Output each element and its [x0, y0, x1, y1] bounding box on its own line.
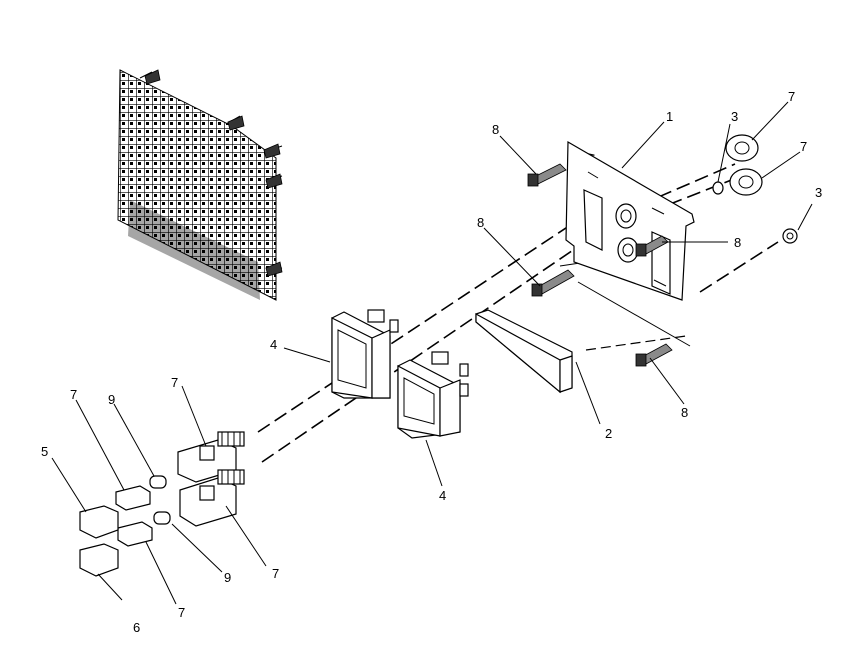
callout-9-upper: 9 — [108, 392, 115, 407]
cap-6 — [79, 543, 119, 577]
callout-3-right: 3 — [815, 185, 822, 200]
bracket-bar — [475, 309, 573, 394]
alignment-lines — [257, 149, 779, 463]
callout-7-holder-lower: 7 — [272, 566, 279, 581]
callout-5: 5 — [41, 444, 48, 459]
callout-7-top-right: 7 — [788, 89, 795, 104]
lenses-left — [115, 485, 153, 547]
washers — [712, 181, 798, 244]
callout-labels: 1 2 3 3 4 4 5 6 7 7 7 7 7 7 8 8 8 8 9 9 — [41, 89, 822, 635]
callout-8-middle: 8 — [477, 215, 484, 230]
callout-7-lens-upper: 7 — [70, 387, 77, 402]
callout-3-upper: 3 — [731, 109, 738, 124]
switch-body-lower — [397, 351, 469, 439]
callout-4-lower: 4 — [439, 488, 446, 503]
callout-8-right: 8 — [734, 235, 741, 250]
callout-4-upper: 4 — [270, 337, 277, 352]
mounting-plate — [565, 140, 695, 301]
callout-8-bottom: 8 — [681, 405, 688, 420]
switch-body-upper — [331, 309, 399, 399]
callout-6: 6 — [133, 620, 140, 635]
callout-8-top: 8 — [492, 122, 499, 137]
callout-7-lens-lower: 7 — [178, 605, 185, 620]
leader-lines — [51, 101, 813, 605]
callout-7-right: 7 — [800, 139, 807, 154]
callout-7-holder-upper: 7 — [171, 375, 178, 390]
callout-1: 1 — [666, 109, 673, 124]
cap-5 — [79, 505, 119, 539]
callout-9-lower: 9 — [224, 570, 231, 585]
screws — [527, 163, 673, 367]
machine-panel-inset — [117, 69, 283, 301]
callout-2: 2 — [605, 426, 612, 441]
knobs-right — [725, 134, 763, 196]
lamp-holder-lower — [179, 469, 245, 527]
bulbs — [149, 475, 171, 525]
